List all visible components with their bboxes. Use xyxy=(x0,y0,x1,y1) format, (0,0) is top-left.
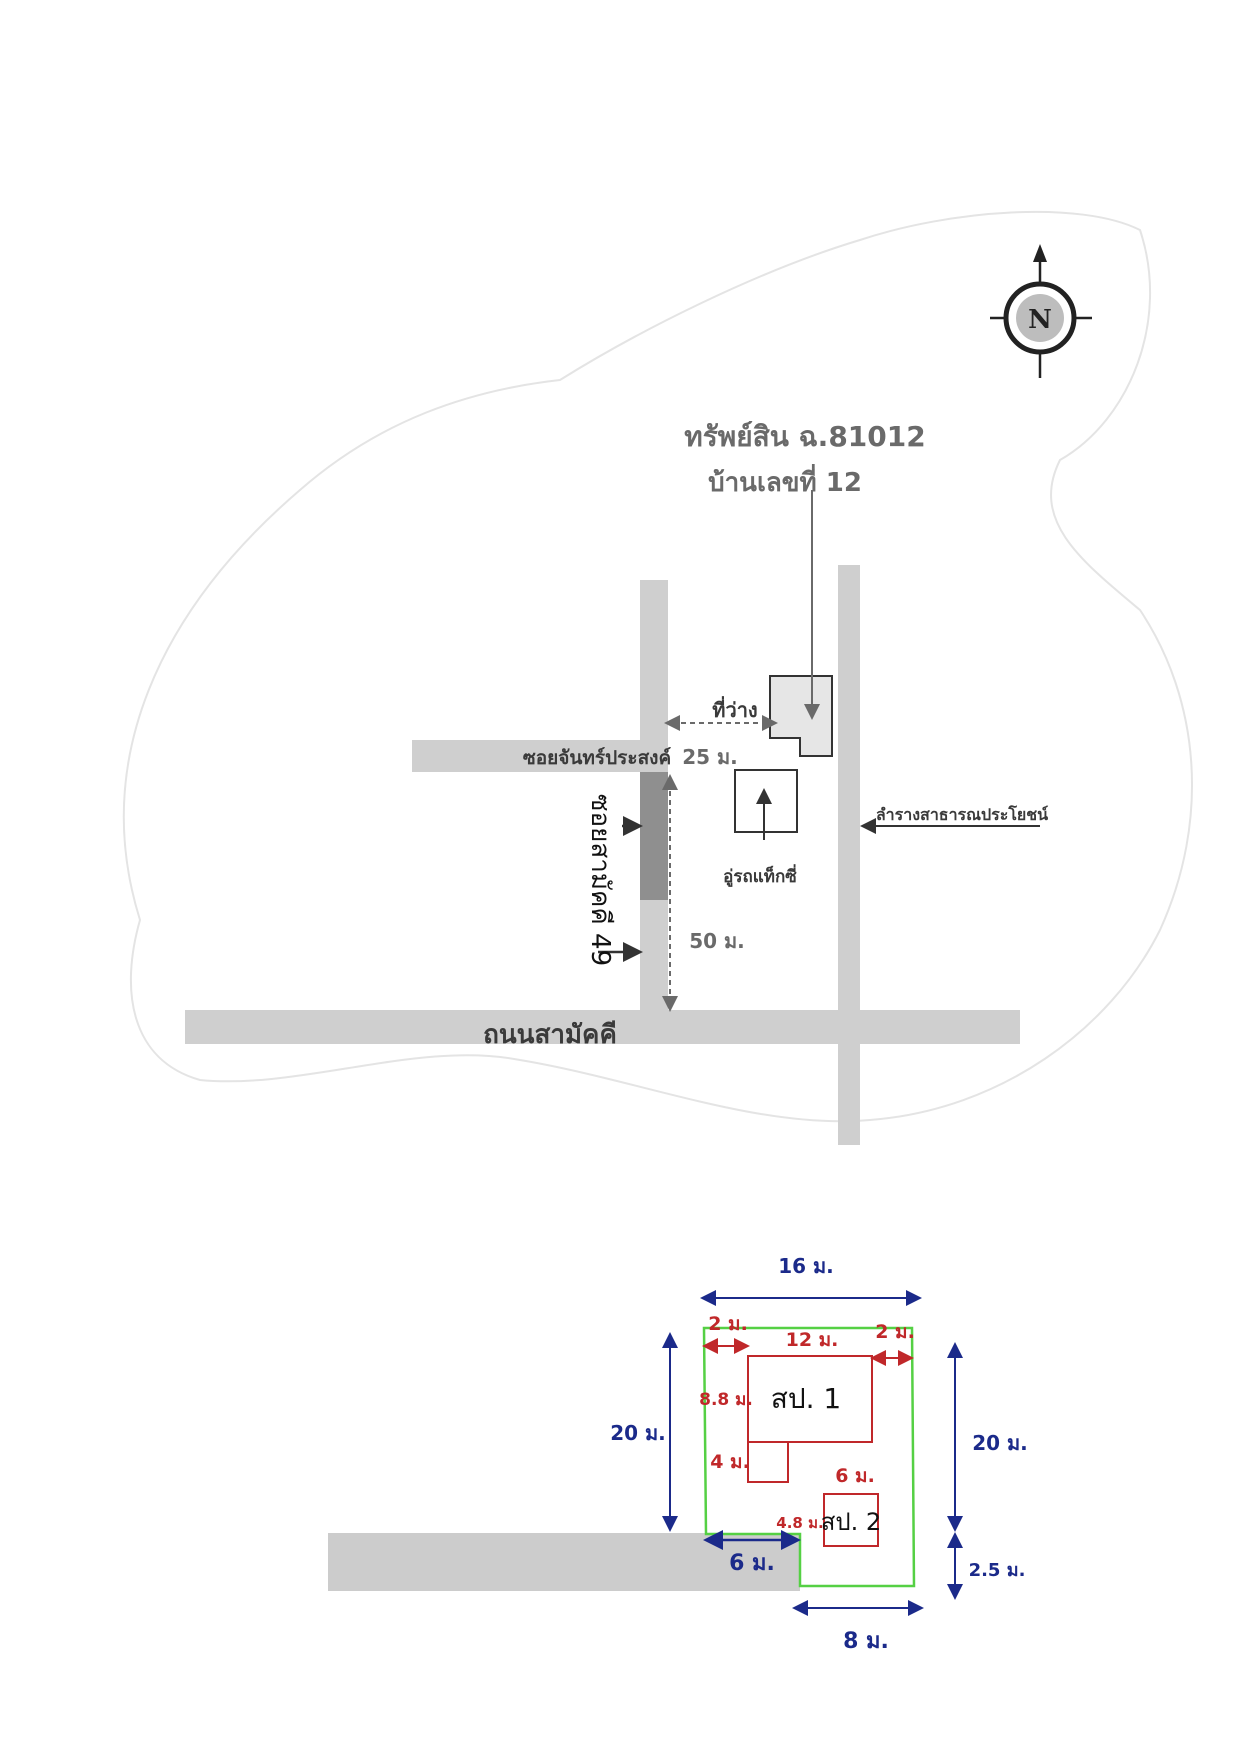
annex-depth-label: 4 ม. xyxy=(710,1451,750,1473)
soi-chan-label: ซอยจันทร์ประสงค์ xyxy=(523,747,671,769)
main-road-label: ถนนสามัคคี xyxy=(483,1020,617,1050)
setback-right-label: 2 ม. xyxy=(875,1321,915,1343)
building-1-annex xyxy=(747,1441,789,1483)
building-1 xyxy=(747,1355,873,1443)
vacant-land-label: ที่ว่าง xyxy=(712,695,757,722)
public-drain-label: ลำรางสาธารณประโยชน์ xyxy=(876,804,1048,824)
left-side-label: 20 ม. xyxy=(610,1421,666,1445)
width-top-label: 16 ม. xyxy=(778,1254,834,1278)
road-main-samakkhi xyxy=(185,1010,1020,1044)
public-drain-channel xyxy=(838,565,860,1145)
building-2-width-label: 6 ม. xyxy=(835,1465,875,1487)
bottom-width-label: 8 ม. xyxy=(843,1629,889,1654)
extension-label: 2.5 ม. xyxy=(969,1560,1026,1581)
taxi-garage-building xyxy=(734,769,798,833)
building-1-width-label: 12 ม. xyxy=(786,1329,839,1351)
house-number-label: บ้านเลขที่ 12 xyxy=(708,463,862,498)
road-segment-dark xyxy=(640,770,668,900)
soi-samakkhi-label: ซอยสามัคคี 49 xyxy=(585,794,615,966)
distance-50-label: 50 ม. xyxy=(689,929,745,953)
building-1-label: สป. 1 xyxy=(771,1382,841,1415)
building-2-label: สป. 2 xyxy=(821,1508,881,1536)
property-lot[interactable] xyxy=(769,675,833,757)
north-label: N xyxy=(1028,305,1052,335)
map-border-outline xyxy=(122,210,1193,1123)
road-soi-chan xyxy=(412,740,668,772)
compass-icon: N xyxy=(990,244,1092,378)
setback-left-label: 2 ม. xyxy=(708,1313,748,1335)
property-title: ทรัพย์สิน ฉ.81012 xyxy=(684,420,925,453)
right-side-label: 20 ม. xyxy=(972,1431,1028,1455)
building-2-depth-label: 4.8 ม. xyxy=(776,1514,823,1532)
building-2 xyxy=(823,1493,879,1547)
distance-25-label: 25 ม. xyxy=(682,745,738,769)
building-1-depth-label: 8.8 ม. xyxy=(699,1390,753,1410)
access-width-label: 6 ม. xyxy=(729,1551,775,1576)
taxi-garage-label: อู่รถแท็กซี่ xyxy=(723,864,797,888)
